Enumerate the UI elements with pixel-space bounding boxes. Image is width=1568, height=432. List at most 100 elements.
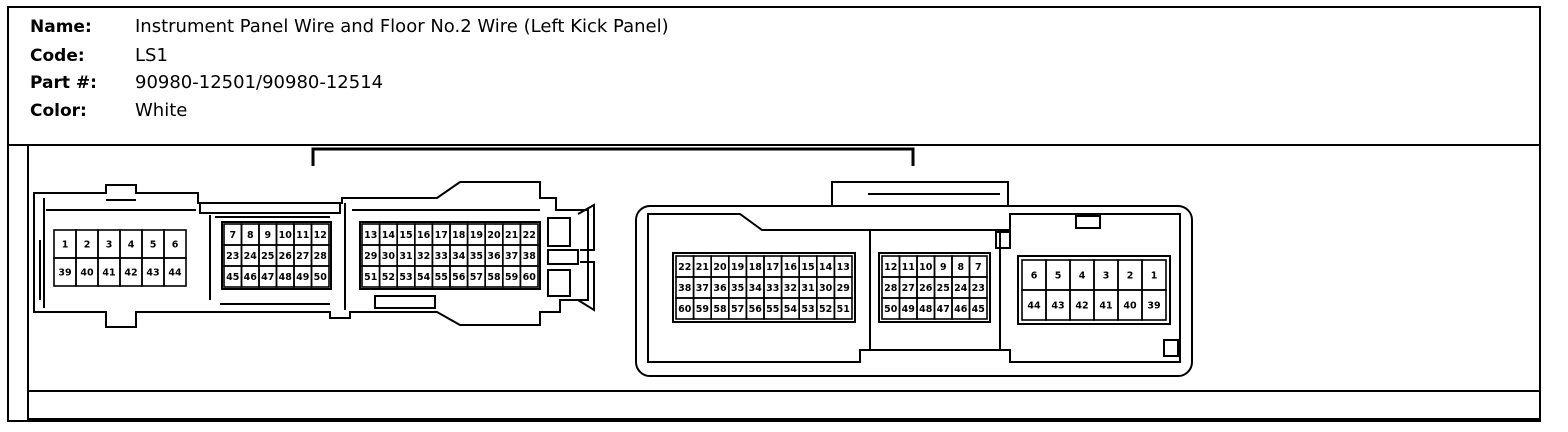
pin-number: 16 [417, 230, 431, 241]
pin-cell [833, 297, 853, 320]
pin-number: 21 [696, 262, 709, 273]
pin-number: 38 [523, 251, 537, 262]
pin-number: 54 [417, 272, 431, 283]
pin-number: 16 [784, 262, 798, 273]
pin-cell [519, 265, 539, 288]
pin-number: 14 [819, 262, 833, 273]
pin-number: 18 [749, 262, 763, 273]
pin-number: 4 [128, 240, 135, 251]
pin-number: 51 [837, 304, 850, 315]
pin-number: 54 [784, 304, 798, 315]
pin-number: 36 [487, 251, 501, 262]
pin-number: 11 [296, 230, 309, 241]
pin-number: 18 [452, 230, 466, 241]
pin-number: 59 [696, 304, 709, 315]
pin-number: 6 [1031, 271, 1038, 282]
pin-number: 31 [801, 283, 814, 294]
pin-number: 45 [226, 272, 239, 283]
pin-number: 19 [470, 230, 483, 241]
pin-number: 10 [279, 230, 293, 241]
pin-number: 49 [296, 272, 309, 283]
pin-number: 57 [470, 272, 483, 283]
left-block-c-pins-frame [359, 221, 541, 290]
pin-number: 42 [124, 268, 137, 279]
pin-number: 4 [1079, 271, 1086, 282]
pin-number: 29 [364, 251, 377, 262]
pin-cell [310, 265, 330, 288]
pin-number: 24 [244, 251, 258, 262]
pin-number: 37 [505, 251, 518, 262]
left-connector-body [33, 181, 595, 328]
pin-number: 56 [749, 304, 763, 315]
pin-number: 58 [713, 304, 727, 315]
pin-number: 33 [435, 251, 448, 262]
pin-number: 25 [937, 283, 950, 294]
pin-number: 32 [417, 251, 430, 262]
pin-number: 5 [1055, 271, 1062, 282]
pin-number: 60 [523, 272, 537, 283]
pin-number: 9 [264, 230, 271, 241]
pin-number: 41 [1099, 301, 1112, 312]
pin-number: 3 [106, 240, 113, 251]
right-connector-body [635, 181, 1193, 377]
pin-number: 43 [1051, 301, 1064, 312]
pin-number: 57 [731, 304, 744, 315]
pin-number: 44 [168, 268, 182, 279]
pin-number: 48 [919, 304, 933, 315]
code-label: Code: [30, 46, 85, 66]
pin-number: 23 [972, 283, 985, 294]
pin-number: 9 [940, 262, 947, 273]
pin-number: 20 [487, 230, 501, 241]
pin-number: 47 [261, 272, 274, 283]
pin-number: 60 [678, 304, 692, 315]
pin-number: 30 [819, 283, 833, 294]
pin-number: 34 [452, 251, 466, 262]
code-value: LS1 [135, 45, 168, 66]
pin-number: 55 [766, 304, 779, 315]
connector-bracket [311, 147, 915, 166]
pin-number: 51 [364, 272, 377, 283]
pin-number: 27 [902, 283, 915, 294]
pin-cell [1141, 289, 1167, 321]
pin-number: 52 [819, 304, 832, 315]
pin-number: 46 [954, 304, 968, 315]
pin-number: 31 [399, 251, 412, 262]
pin-number: 21 [505, 230, 518, 241]
name-value: Instrument Panel Wire and Floor No.2 Wir… [135, 16, 669, 37]
pin-number: 24 [954, 283, 968, 294]
pin-number: 48 [279, 272, 293, 283]
pin-number: 58 [487, 272, 501, 283]
pin-number: 40 [1123, 301, 1137, 312]
pin-number: 23 [226, 251, 239, 262]
pin-number: 13 [364, 230, 377, 241]
pin-number: 13 [837, 262, 850, 273]
pin-number: 28 [884, 283, 898, 294]
diagram-box [27, 144, 1541, 420]
pin-number: 32 [784, 283, 797, 294]
pin-number: 34 [749, 283, 763, 294]
pin-number: 8 [957, 262, 964, 273]
pin-number: 20 [713, 262, 727, 273]
right-block-c-pins-frame [1017, 255, 1171, 325]
right-block-b-pins-frame [878, 252, 991, 323]
pin-number: 11 [902, 262, 915, 273]
pin-number: 35 [731, 283, 744, 294]
pin-number: 8 [247, 230, 254, 241]
pin-number: 37 [696, 283, 709, 294]
pin-number: 1 [62, 240, 69, 251]
part-value: 90980-12501/90980-12514 [135, 72, 383, 93]
pin-number: 2 [84, 240, 91, 251]
name-label: Name: [30, 17, 92, 37]
pin-number: 43 [146, 268, 159, 279]
pin-number: 12 [314, 230, 327, 241]
pin-number: 39 [1147, 301, 1160, 312]
pin-number: 42 [1075, 301, 1088, 312]
left-block-b-pins-frame [221, 221, 332, 290]
pin-number: 17 [766, 262, 779, 273]
